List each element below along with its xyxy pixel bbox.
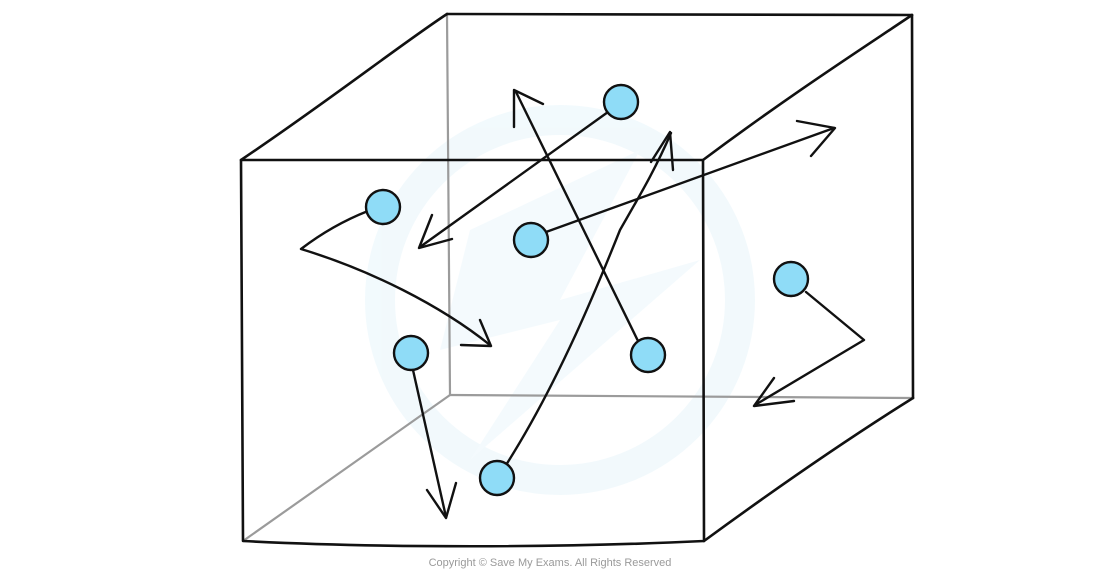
particle	[602, 83, 640, 121]
arrow-5-head	[649, 130, 675, 172]
hidden-edge-diagonal	[241, 393, 452, 543]
arrow-4	[514, 90, 641, 345]
gas-particles	[364, 83, 810, 497]
arrow-1	[299, 209, 492, 347]
top-right-edge	[701, 13, 914, 162]
cube-hidden-edges	[241, 12, 914, 543]
arrow-7	[753, 290, 866, 407]
right-back-edge	[910, 13, 915, 400]
arrow-6-head	[425, 481, 458, 520]
arrow-7-head	[752, 376, 796, 408]
arrow-2-head	[417, 213, 454, 250]
arrow-6	[411, 368, 448, 519]
arrow-3-head	[795, 119, 837, 158]
copyright-notice: Copyright © Save My Exams. All Rights Re…	[428, 557, 672, 569]
top-left-edge	[239, 12, 449, 162]
particle	[392, 334, 430, 372]
particle-motion-arrows	[299, 88, 866, 520]
front-face	[239, 158, 706, 548]
watermark-logo-icon	[365, 105, 755, 495]
arrow-1-head	[459, 318, 493, 348]
bottom-right-edge	[702, 396, 915, 543]
arrow-3	[544, 126, 836, 234]
top-back-edge	[445, 12, 914, 17]
arrow-2	[418, 110, 610, 249]
particle	[512, 221, 550, 259]
arrow-5	[504, 131, 673, 467]
arrow-4-head	[512, 88, 545, 129]
hidden-edge-vertical	[445, 12, 452, 397]
cube-edges	[239, 12, 915, 548]
particle	[772, 260, 810, 298]
particle	[478, 459, 516, 497]
particle	[629, 336, 667, 374]
particle	[364, 188, 402, 226]
hidden-edge-bottom	[448, 393, 914, 400]
